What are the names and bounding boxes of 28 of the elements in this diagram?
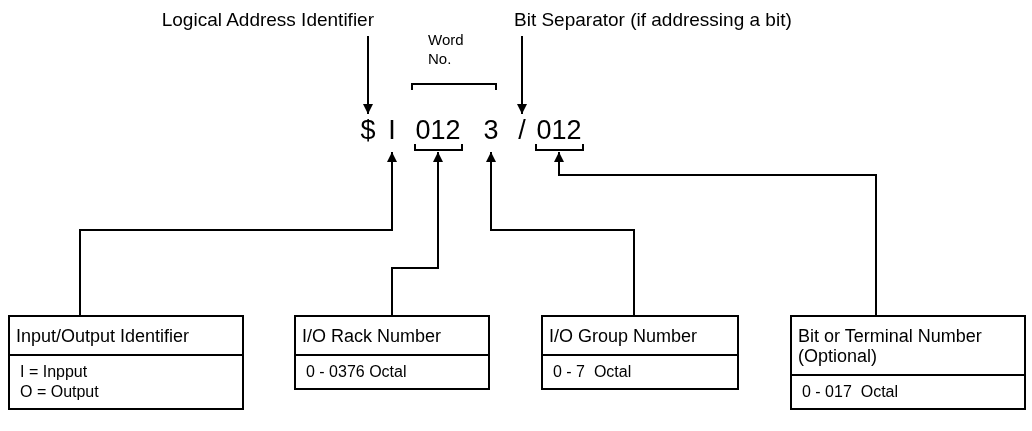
field-box <box>8 315 244 410</box>
arrow <box>517 35 527 115</box>
address-field: 3 <box>482 114 500 146</box>
callout-text: Bit Separator (if addressing a bit) <box>514 8 874 36</box>
range-text: 0 - 0376 Octal <box>306 362 408 382</box>
address-field: I <box>386 114 398 146</box>
arrow <box>79 151 397 316</box>
address-field: 012 <box>533 114 585 146</box>
callout-text: Logical Address Identifier <box>96 8 374 36</box>
arrow <box>554 151 877 316</box>
field-box <box>294 315 490 390</box>
range-text: I = Inpput <box>20 362 89 382</box>
field-box <box>790 315 1026 410</box>
box-heading: I/O Rack Number <box>296 317 488 356</box>
address-field: 012 <box>412 114 464 146</box>
address-field: / <box>514 114 530 146</box>
address-field: $ <box>359 114 377 146</box>
box-heading: Input/Output Identifier <box>10 317 242 356</box>
arrow <box>363 35 373 115</box>
arrow <box>486 151 635 316</box>
arrow <box>391 151 443 316</box>
bracket-label: Word No. <box>428 30 465 68</box>
range-text: 0 - 7 Octal <box>553 362 633 382</box>
box-heading: Bit or Terminal Number (Optional) <box>792 317 1024 376</box>
range-text: O = Output <box>20 382 100 402</box>
field-box <box>541 315 739 390</box>
range-text: 0 - 017 Octal <box>802 382 900 402</box>
box-heading: I/O Group Number <box>543 317 737 356</box>
